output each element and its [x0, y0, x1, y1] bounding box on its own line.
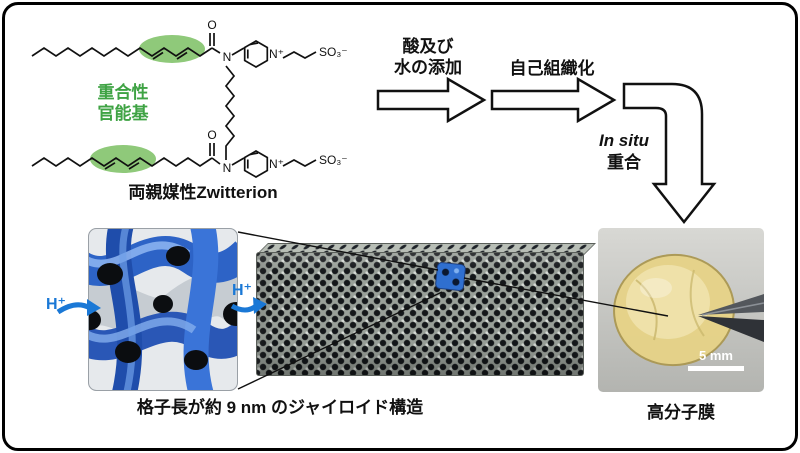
in-situ-italic: In situ — [598, 131, 650, 150]
unit-cell-highlight — [434, 261, 467, 292]
zwitterion-structure: O N N⁺ SO₃⁻ O N N⁺ SO₃⁻ 重合性 官能基 — [31, 18, 348, 178]
functional-group-label-line2: 官能基 — [98, 103, 150, 123]
in-situ-polymerization: 重合 — [607, 153, 641, 172]
functional-group-label-line1: 重合性 — [98, 82, 149, 102]
tweezers-icon — [698, 294, 764, 342]
h-plus-label-right: H⁺ — [232, 282, 252, 299]
h-plus-label-left: H⁺ — [46, 296, 66, 313]
arrow-right-icon-2 — [490, 76, 617, 124]
scale-label: 5 mm — [699, 348, 733, 363]
gyroid-caption: 格子長が約 9 nm のジャイロイド構造 — [136, 398, 424, 417]
scale-bar — [688, 366, 744, 371]
nitrogen-atom-top: N — [223, 50, 232, 64]
acid-water-line1: 酸及び — [402, 37, 454, 56]
membrane-caption: 高分子膜 — [647, 403, 715, 422]
self-assembly-label: 自己組織化 — [509, 59, 595, 78]
pyridinium-n-top: N⁺ — [269, 47, 284, 61]
acid-water-label: 酸及び 水の添加 — [376, 36, 480, 78]
membrane-photo: 5 mm — [598, 228, 764, 392]
in-situ-label: In situ 重合 — [584, 130, 664, 174]
nitrogen-atom-bottom: N — [223, 161, 232, 175]
sulfonate-group-bottom: SO₃⁻ — [319, 153, 348, 167]
zwitterion-label: 両親媒性Zwitterion — [128, 183, 278, 202]
oxygen-atom-bottom: O — [207, 128, 216, 142]
bond-lines — [31, 33, 317, 178]
oxygen-atom-top: O — [207, 18, 216, 32]
pyridinium-n-bottom: N⁺ — [269, 157, 284, 171]
gyroid-lattice-image — [256, 252, 584, 376]
arrow-right-icon-1 — [376, 76, 487, 124]
polymerizable-highlight-bottom — [90, 145, 156, 173]
polymerizable-highlight-top — [139, 35, 205, 63]
gyroid-closeup-image — [88, 228, 238, 391]
sulfonate-group-top: SO₃⁻ — [319, 45, 348, 59]
acid-water-line2: 水の添加 — [394, 58, 462, 77]
